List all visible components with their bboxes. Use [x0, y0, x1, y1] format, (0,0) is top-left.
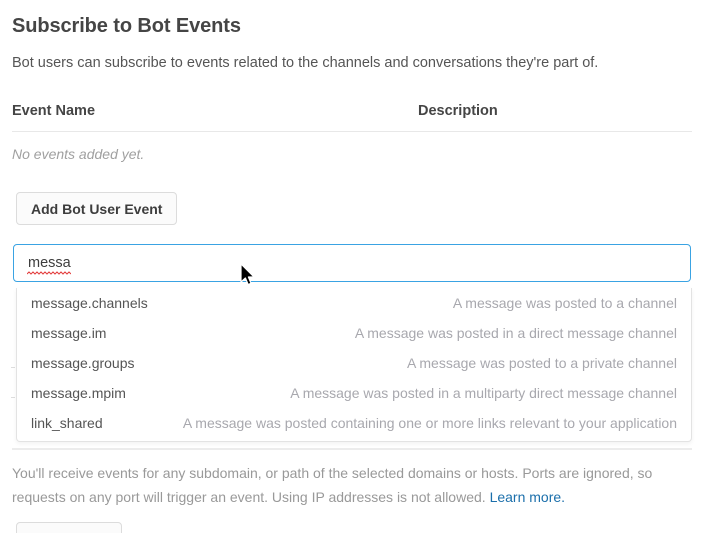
suggestion-name: message.mpim: [31, 385, 126, 401]
empty-state-message: No events added yet.: [12, 146, 145, 162]
suggestion-item[interactable]: message.groups A message was posted to a…: [17, 348, 691, 378]
learn-more-link[interactable]: Learn more.: [489, 489, 566, 505]
suggestion-description: A message was posted containing one or m…: [182, 415, 677, 431]
suggestion-item[interactable]: link_shared A message was posted contain…: [17, 408, 691, 438]
suggestion-item[interactable]: message.channels A message was posted to…: [17, 288, 691, 318]
background-tick-mark: [11, 367, 15, 368]
suggestion-item[interactable]: message.im A message was posted in a dir…: [17, 318, 691, 348]
page-subtitle: Bot users can subscribe to events relate…: [12, 55, 599, 71]
footer-note-text: You'll receive events for any subdomain,…: [12, 465, 653, 505]
events-table: Event Name Description No events added y…: [12, 103, 692, 162]
suggestion-description: A message was posted to a channel: [452, 295, 677, 311]
suggestion-item[interactable]: message.mpim A message was posted in a m…: [17, 378, 691, 408]
suggestion-description: A message was posted to a private channe…: [406, 355, 677, 371]
suggestion-name: link_shared: [31, 415, 103, 431]
background-tick-mark: [11, 397, 15, 398]
event-search-input[interactable]: [13, 244, 691, 282]
suggestion-description: A message was posted in a multiparty dir…: [290, 385, 677, 401]
suggestion-name: message.groups: [31, 355, 135, 371]
suggestion-name: message.channels: [31, 295, 148, 311]
column-header-event-name: Event Name: [12, 103, 96, 119]
event-suggestion-dropdown[interactable]: message.channels A message was posted to…: [16, 288, 692, 442]
section-divider: [12, 448, 692, 450]
footer-note: You'll receive events for any subdomain,…: [12, 461, 684, 509]
column-header-description: Description: [418, 103, 498, 119]
page-title: Subscribe to Bot Events: [12, 15, 241, 37]
bottom-partial-button[interactable]: [16, 522, 122, 533]
suggestion-name: message.im: [31, 325, 107, 341]
table-header-row: Event Name Description: [12, 103, 692, 132]
suggestion-description: A message was posted in a direct message…: [354, 325, 677, 341]
add-bot-user-event-button[interactable]: Add Bot User Event: [16, 192, 178, 225]
